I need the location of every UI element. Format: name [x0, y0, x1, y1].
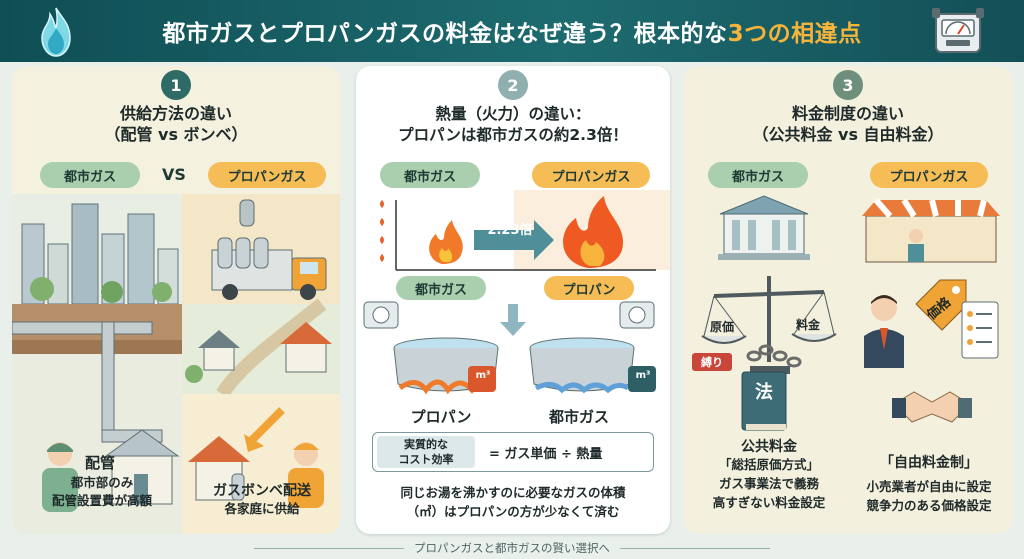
businessman-icon	[864, 295, 904, 368]
footer-divider-left	[253, 547, 404, 549]
footer-divider-right	[620, 547, 771, 549]
pipe-icon	[12, 304, 182, 534]
gas-meter-icon	[932, 8, 984, 53]
page-title-main: 都市ガスとプロパンガスの料金はなぜ違う？根本的な	[162, 21, 728, 47]
page-title: 都市ガスとプロパンガスの料金はなぜ違う？根本的な3つの相違点	[162, 14, 861, 48]
footer: プロパンガスと都市ガスの賢い選択へ	[0, 538, 1024, 558]
header-banner: 都市ガスとプロパンガスの料金はなぜ違う？根本的な3つの相違点	[0, 0, 1024, 62]
propane-gas-label: プロパンガス	[208, 162, 326, 188]
law-book-label: 法	[755, 382, 773, 403]
pipe-caption-line1: 都市部のみ	[70, 475, 134, 490]
small-flame-label: 都市ガス	[396, 276, 486, 300]
pot-right-label: 都市ガス	[548, 408, 609, 426]
law-book-icon	[741, 371, 787, 431]
cost-formula: = ガス単価 ÷ 熱量	[489, 446, 603, 462]
unit-label-left: m³	[475, 370, 491, 381]
panel-title-line2: プロパンは都市ガスの約2.3倍！	[398, 126, 628, 144]
propane-gas-label: プロパンガス	[532, 162, 650, 188]
scale-right-label: 料金	[795, 318, 820, 332]
panel-number-badge: 3	[833, 70, 863, 100]
panel-pricing-system: 3 料金制度の違い （公共料金 vs 自由料金） 都市ガス プロパンガス 原価 …	[684, 66, 1012, 534]
panel-number-badge: 2	[498, 70, 528, 100]
delivery-worker-icon	[182, 394, 340, 534]
panel-title-line1: 熱量（火力）の違い：	[435, 105, 591, 123]
panel-title-line1: 料金制度の違い	[791, 104, 904, 123]
cost-left-line2: コスト効率	[398, 453, 454, 466]
shop-icon	[862, 198, 1000, 263]
ratio-label: 2.23倍	[487, 223, 533, 238]
vs-label: VS	[162, 165, 186, 184]
free-rate-title: 「自由料金制」	[880, 455, 978, 471]
scale-left-label: 原価	[709, 320, 734, 334]
worker-icon	[42, 442, 78, 512]
government-building-icon	[718, 195, 810, 260]
handshake-icon	[892, 391, 972, 423]
cost-left-line1: 実質的な	[404, 438, 448, 451]
city-gas-label: 都市ガス	[380, 162, 480, 188]
pipe-caption-title: 配管	[84, 454, 115, 472]
panel-heat-value: 2 熱量（火力）の違い： プロパンは都市ガスの約2.3倍！ 都市ガス プロパンガ…	[356, 66, 670, 534]
chain-icon	[746, 344, 802, 368]
public-rate-line1: 「総括原価方式」	[718, 457, 819, 472]
flame-comparison-chart	[380, 190, 670, 271]
pipe-caption-line2: 配管設置費が高額	[51, 493, 152, 508]
gauge-icon	[363, 301, 655, 329]
panel2-bottom-line2: （㎥）はプロパンの方が少なくて済む	[406, 504, 620, 519]
big-flame-label: プロパン	[544, 276, 634, 300]
truck-icon	[182, 194, 340, 304]
panel-supply-method: 1 供給方法の違い （配管 vs ボンベ） 都市ガス VS プロパンガス	[12, 66, 340, 534]
panel-number-badge: 1	[161, 70, 191, 100]
page-title-accent: 3つの相違点	[727, 21, 862, 47]
free-rate-line1: 小売業者が自由に設定	[866, 479, 992, 494]
pot-icon	[363, 301, 656, 395]
panel-title-line2: （公共料金 vs 自由料金）	[752, 125, 944, 144]
panel-title-line1: 供給方法の違い	[119, 104, 232, 123]
public-rate-line2: ガス事業法で義務	[718, 476, 819, 491]
price-tag-icon	[915, 279, 967, 331]
scale-icon	[701, 276, 837, 374]
public-rate-line3: 高すぎない料金設定	[712, 495, 826, 510]
panel-title-line2: （配管 vs ボンベ）	[104, 125, 248, 144]
city-gas-label: 都市ガス	[708, 162, 808, 188]
unit-label-right: m³	[635, 370, 651, 381]
pot-left-label: プロパン	[410, 408, 472, 426]
arrow-down-icon	[500, 304, 526, 336]
cylinder-caption-title: ガスボンベ配送	[213, 483, 311, 499]
gas-flame-logo-icon	[41, 7, 71, 57]
restriction-stamp: 縛り	[692, 353, 732, 371]
panel2-bottom-line1: 同じお湯を沸かすのに必要なガスの体積	[400, 485, 626, 500]
public-rate-title: 公共料金	[741, 439, 797, 455]
cost-efficiency-label: 実質的なコスト効率	[377, 436, 475, 468]
cost-efficiency-box: 実質的なコスト効率 = ガス単価 ÷ 熱量	[372, 432, 654, 472]
cylinder-caption-line1: 各家庭に供給	[224, 501, 300, 516]
city-gas-label: 都市ガス	[40, 162, 140, 188]
propane-gas-label: プロパンガス	[870, 162, 988, 188]
checklist-icon	[961, 301, 999, 359]
house-icon	[182, 298, 340, 398]
free-rate-line2: 競争力のある価格設定	[866, 498, 992, 513]
footer-text: プロパンガスと都市ガスの賢い選択へ	[413, 541, 611, 555]
city-icon	[12, 194, 182, 305]
